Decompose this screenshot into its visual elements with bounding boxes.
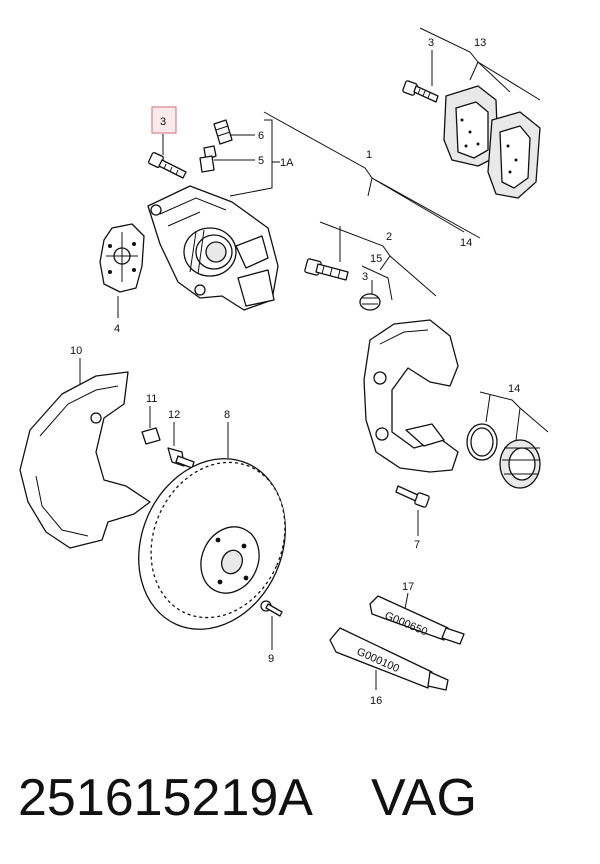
callout-11: 11 (146, 393, 157, 405)
callout-16: 16 (370, 695, 382, 707)
callout-14-top: 14 (460, 237, 472, 249)
callout-3-mid: 3 (362, 271, 368, 283)
retaining-clip (141, 427, 161, 445)
callout-6: 6 (258, 130, 264, 142)
callout-13: 13 (474, 37, 486, 49)
splash-shield (19, 371, 151, 549)
callout-1: 1 (366, 149, 372, 161)
callout-9: 9 (268, 653, 274, 665)
bleed-screw (199, 145, 217, 173)
brake-disc (138, 458, 286, 630)
grease-tube-upper: G000650 (369, 595, 465, 645)
callout-3-top: 3 (428, 37, 434, 49)
disc-set-screw (260, 600, 283, 617)
part-caption: 251615219A VAG (18, 758, 588, 838)
callout-4: 4 (114, 323, 120, 335)
caliper-housing (147, 185, 279, 311)
bolt-top-right (402, 80, 439, 103)
callout-14-right: 14 (508, 383, 520, 395)
carrier-bolt (395, 485, 430, 508)
callout-2: 2 (386, 231, 392, 243)
piston-boot (499, 439, 541, 489)
callout-1A: 1A (280, 157, 294, 169)
bolt-highlighted (148, 152, 187, 179)
callout-7: 7 (414, 539, 420, 551)
guide-pin (304, 258, 349, 281)
callout-10: 10 (70, 345, 82, 357)
callout-5: 5 (258, 155, 264, 167)
callout-15: 15 (370, 253, 382, 265)
grease-tube-lower: G000100 (329, 627, 449, 691)
brand-name: VAG (370, 769, 477, 827)
shield-screw (167, 447, 195, 469)
caliper-carrier (363, 319, 459, 473)
callout-numbers: 3 3 13 6 5 1A 1 14 2 15 3 4 10 11 12 8 1… (70, 37, 520, 707)
anti-rattle-plate (99, 223, 145, 293)
highlight-box (151, 106, 177, 134)
piston-seal (466, 423, 498, 461)
callout-lines (79, 27, 549, 690)
guide-pin-cap (213, 119, 233, 145)
callout-8: 8 (224, 409, 230, 421)
guide-pin-boot (359, 293, 381, 311)
brake-pads (443, 85, 541, 199)
part-number: 251615219A (18, 769, 313, 827)
brake-exploded-diagram: G000650 G000100 3 3 13 6 5 1A 1 14 2 15 … (19, 27, 549, 707)
callout-12: 12 (168, 409, 180, 421)
callout-3-highlighted: 3 (160, 116, 166, 128)
callout-17: 17 (402, 581, 414, 593)
